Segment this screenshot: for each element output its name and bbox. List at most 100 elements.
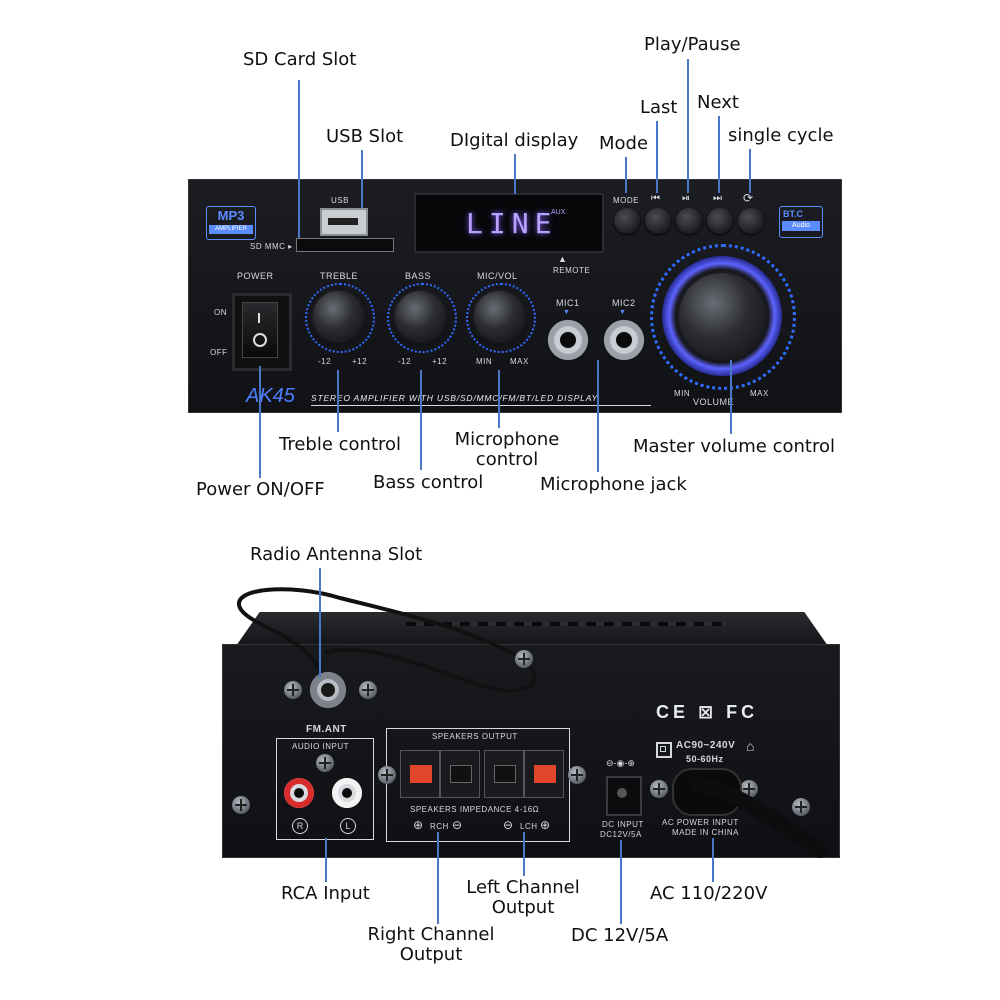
line-mic-jack [597,360,599,472]
speakers-output-label: SPEAKERS OUTPUT [432,732,518,741]
audio-badge-text: Audio [782,221,820,231]
mic1-indicator-icon: ▼ [563,309,570,316]
rca-l-badge: L [340,818,356,834]
speakers-impedance-label: SPEAKERS IMPEDANCE 4-16Ω [410,805,540,814]
ac-power-cord [692,777,828,858]
single-cycle-button[interactable] [738,208,764,234]
on-label: ON [214,308,227,317]
callout-usb-slot: USB Slot [326,126,404,147]
rca-l-label: L [345,821,351,831]
callout-single-cycle: single cycle [728,125,834,146]
rca-input-right[interactable] [284,778,314,808]
sd-card-slot[interactable] [296,238,394,252]
line-dc [620,840,622,924]
line-mode [625,157,627,193]
line-display [514,154,516,194]
line-rca [325,838,327,882]
usb-port[interactable] [320,208,368,236]
master-volume-knob[interactable] [679,273,765,359]
line-ac [712,838,714,882]
model-name: AK45 [246,385,295,407]
bass-led-ring [387,283,457,353]
play-pause-icon: ⏯ [682,193,690,204]
indoor-use-icon: ⌂ [746,738,755,754]
dc-input-label: DC INPUT [602,820,644,829]
screw [515,650,533,668]
callout-digital-display: DIgital display [450,130,579,151]
bass-knob[interactable] [395,291,445,341]
mic2-label: MIC2 [612,298,636,308]
dc-rating-label: DC12V/5A [600,830,642,839]
rch-label: RCH [430,822,449,831]
mp3-badge: MP3 AMPLIFIER [206,206,256,240]
fm-antenna-socket[interactable] [310,672,346,708]
callout-sd-card-slot: SD Card Slot [243,49,357,70]
power-switch[interactable] [232,293,292,371]
callout-treble-control: Treble control [279,434,402,455]
callout-mic-control: Microphone control [452,430,562,470]
play-pause-button[interactable] [676,208,702,234]
line-left-channel [523,832,525,876]
right-channel-line1: Right Channel [367,924,495,945]
treble-max-label: +12 [352,357,368,366]
mp3-text: MP3 [217,208,245,223]
speaker-terminal-left-negative[interactable] [484,750,524,798]
mic-control-line2: control [475,449,539,470]
mic1-label: MIC1 [556,298,580,308]
mic-volume-knob[interactable] [474,291,524,341]
screw [359,681,377,699]
next-button[interactable] [707,208,733,234]
volume-label: VOLUME [693,397,735,407]
treble-knob[interactable] [313,291,363,341]
bass-label: BASS [405,271,432,281]
volume-led-ring [650,244,796,390]
callout-bass-control: Bass control [373,472,484,493]
callout-mode: Mode [599,133,649,154]
micvol-label: MIC/VOL [477,271,518,281]
audio-input-label: AUDIO INPUT [292,742,350,751]
ac-power-label: AC POWER INPUT [662,818,739,827]
micvol-max-label: MAX [510,357,529,366]
callout-next: Next [697,92,739,113]
mic2-indicator-icon: ▼ [619,309,626,316]
mic1-jack[interactable] [548,320,588,360]
ac-freq-label: 50-60Hz [686,754,724,764]
line-next [718,116,720,193]
rca-input-left[interactable] [332,778,362,808]
callout-mic-jack: Microphone jack [540,474,687,495]
speaker-terminal-right-negative[interactable] [440,750,480,798]
antenna-cable [236,587,537,693]
line-treble [337,370,339,432]
callout-master-volume: Master volume control [633,436,835,457]
certification-marks: CE ⊠ FC [656,702,759,722]
off-label: OFF [210,348,228,357]
screw [316,754,334,772]
mic2-jack[interactable] [604,320,644,360]
remote-label: REMOTE [553,266,591,275]
line-right-channel [437,832,439,924]
line-sd-card [298,80,300,238]
callout-right-channel: Right Channel Output [361,925,501,965]
plus-icon: ⊕ [540,818,551,832]
last-button[interactable] [645,208,671,234]
callout-radio-antenna: Radio Antenna Slot [250,544,423,565]
tagline-underline [311,405,651,406]
prev-icon: ⏮ [651,193,660,204]
bt-badge-text: BT.C [783,209,803,219]
line-power [259,366,261,478]
mode-button[interactable] [614,208,640,234]
speaker-terminal-right-positive[interactable] [400,750,440,798]
line-play-pause [687,59,689,193]
speaker-terminal-left-positive[interactable] [524,750,564,798]
fm-ant-label: FM.ANT [306,724,347,735]
double-insulation-icon [656,742,672,758]
repeat-icon: ⟳ [743,191,754,205]
line-single-cycle [749,149,751,193]
minus-icon: ⊖ [452,818,463,832]
power-label: POWER [237,271,274,281]
right-channel-line2: Output [399,944,463,965]
callout-dc: DC 12V/5A [571,925,669,946]
dc-polarity-icon: ⊖-◉-⊕ [606,758,635,768]
callout-ac: AC 110/220V [650,883,768,904]
dc-input-jack[interactable] [606,776,642,816]
